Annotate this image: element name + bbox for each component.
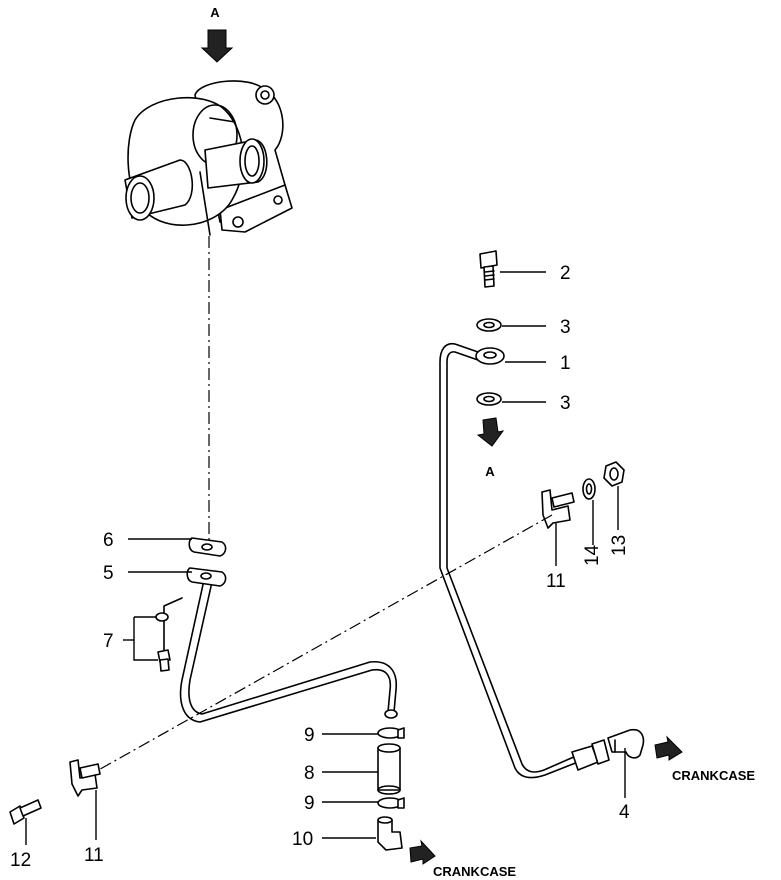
callout-9b: 9 bbox=[304, 793, 315, 814]
callout-7: 7 bbox=[103, 631, 114, 652]
callout-9a: 9 bbox=[304, 725, 315, 746]
leader-lines bbox=[25, 271, 626, 845]
return-hose bbox=[377, 743, 401, 795]
view-a-arrow-top: A bbox=[200, 5, 234, 63]
sealing-washer-upper bbox=[476, 318, 502, 332]
turbocharger bbox=[124, 80, 293, 236]
view-a-arrow-mid: A bbox=[476, 417, 505, 479]
callout-6: 6 bbox=[103, 530, 114, 551]
hose-clamp-upper bbox=[377, 727, 405, 739]
clamp-bolt bbox=[9, 799, 42, 825]
oil-feed-pipe bbox=[439, 342, 610, 779]
banjo-fitting bbox=[475, 347, 505, 365]
oil-return-pipe bbox=[179, 567, 398, 723]
flange-bolts bbox=[155, 597, 183, 672]
view-a-label-top: A bbox=[210, 5, 220, 20]
callout-numbers: 2 3 1 3 4 5 6 7 9 8 9 10 11 12 11 14 13 bbox=[10, 263, 630, 871]
callout-12: 12 bbox=[10, 850, 31, 871]
callout-1: 1 bbox=[560, 353, 571, 374]
crankcase-label-right: CRANKCASE bbox=[672, 768, 755, 783]
sealing-washer-lower bbox=[476, 392, 502, 406]
gasket bbox=[188, 537, 227, 557]
callout-4: 4 bbox=[619, 802, 630, 823]
return-connector: CRANKCASE bbox=[377, 816, 516, 879]
callout-3a: 3 bbox=[560, 317, 571, 338]
callout-8: 8 bbox=[304, 763, 315, 784]
lock-washer bbox=[582, 478, 596, 500]
view-a-label-mid: A bbox=[485, 464, 495, 479]
hex-nut bbox=[603, 461, 625, 487]
callout-5: 5 bbox=[103, 563, 114, 584]
elbow-connector: CRANKCASE bbox=[607, 728, 755, 783]
callout-13: 13 bbox=[609, 535, 630, 556]
callout-11b: 11 bbox=[84, 845, 104, 866]
hose-clamp-lower bbox=[377, 797, 405, 809]
pipe-clamp-upper bbox=[541, 489, 575, 529]
callout-3b: 3 bbox=[560, 393, 571, 414]
callout-14: 14 bbox=[582, 544, 603, 566]
pipe-clamp-lower bbox=[69, 759, 101, 797]
callout-11a: 11 bbox=[546, 571, 566, 592]
crankcase-label-bottom: CRANKCASE bbox=[433, 864, 516, 879]
callout-10: 10 bbox=[292, 829, 313, 850]
banjo-bolt bbox=[479, 250, 498, 288]
callout-2: 2 bbox=[560, 263, 571, 284]
